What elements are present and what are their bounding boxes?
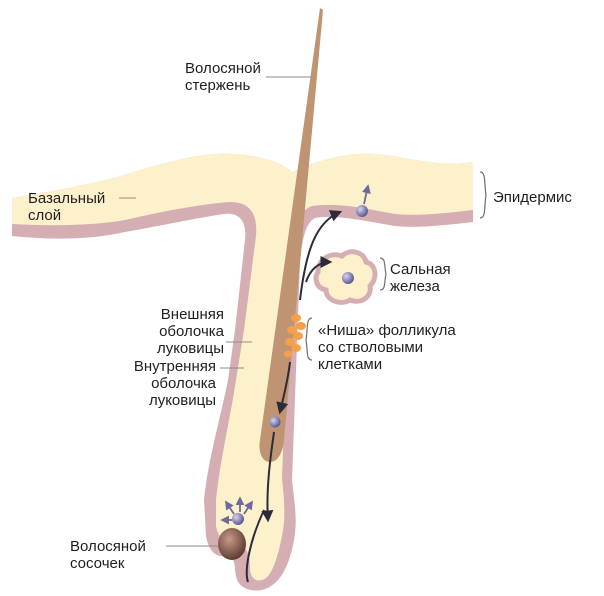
label-epidermis: Эпидермис (493, 189, 572, 206)
division-arrows (220, 184, 371, 525)
hair-shaft (259, 8, 323, 462)
label-outer-sheath: Внешняя оболочка луковицы (156, 306, 224, 357)
cell-epidermis (356, 205, 368, 217)
cell-sheath (269, 416, 281, 428)
cell-matrix (232, 513, 244, 525)
migration-arrows (245, 210, 343, 583)
cell-gland (342, 272, 354, 284)
label-dermal-papilla: Волосяной сосочек (70, 538, 146, 572)
leader-lines (119, 76, 311, 547)
stem-cell-niche (284, 314, 306, 358)
label-inner-sheath: Внутренняя оболочка луковицы (133, 358, 216, 409)
brackets (305, 171, 487, 361)
label-hair-shaft: Волосяной стержень (185, 60, 261, 94)
label-stem-cell-niche: «Ниша» фолликула со стволовыми клетками (318, 322, 456, 373)
label-basal-layer: Базальный слой (28, 190, 106, 224)
label-sebaceous-gland: Сальная железа (390, 261, 451, 295)
epidermis-and-follicle (12, 153, 473, 581)
dermal-papilla (218, 528, 246, 560)
